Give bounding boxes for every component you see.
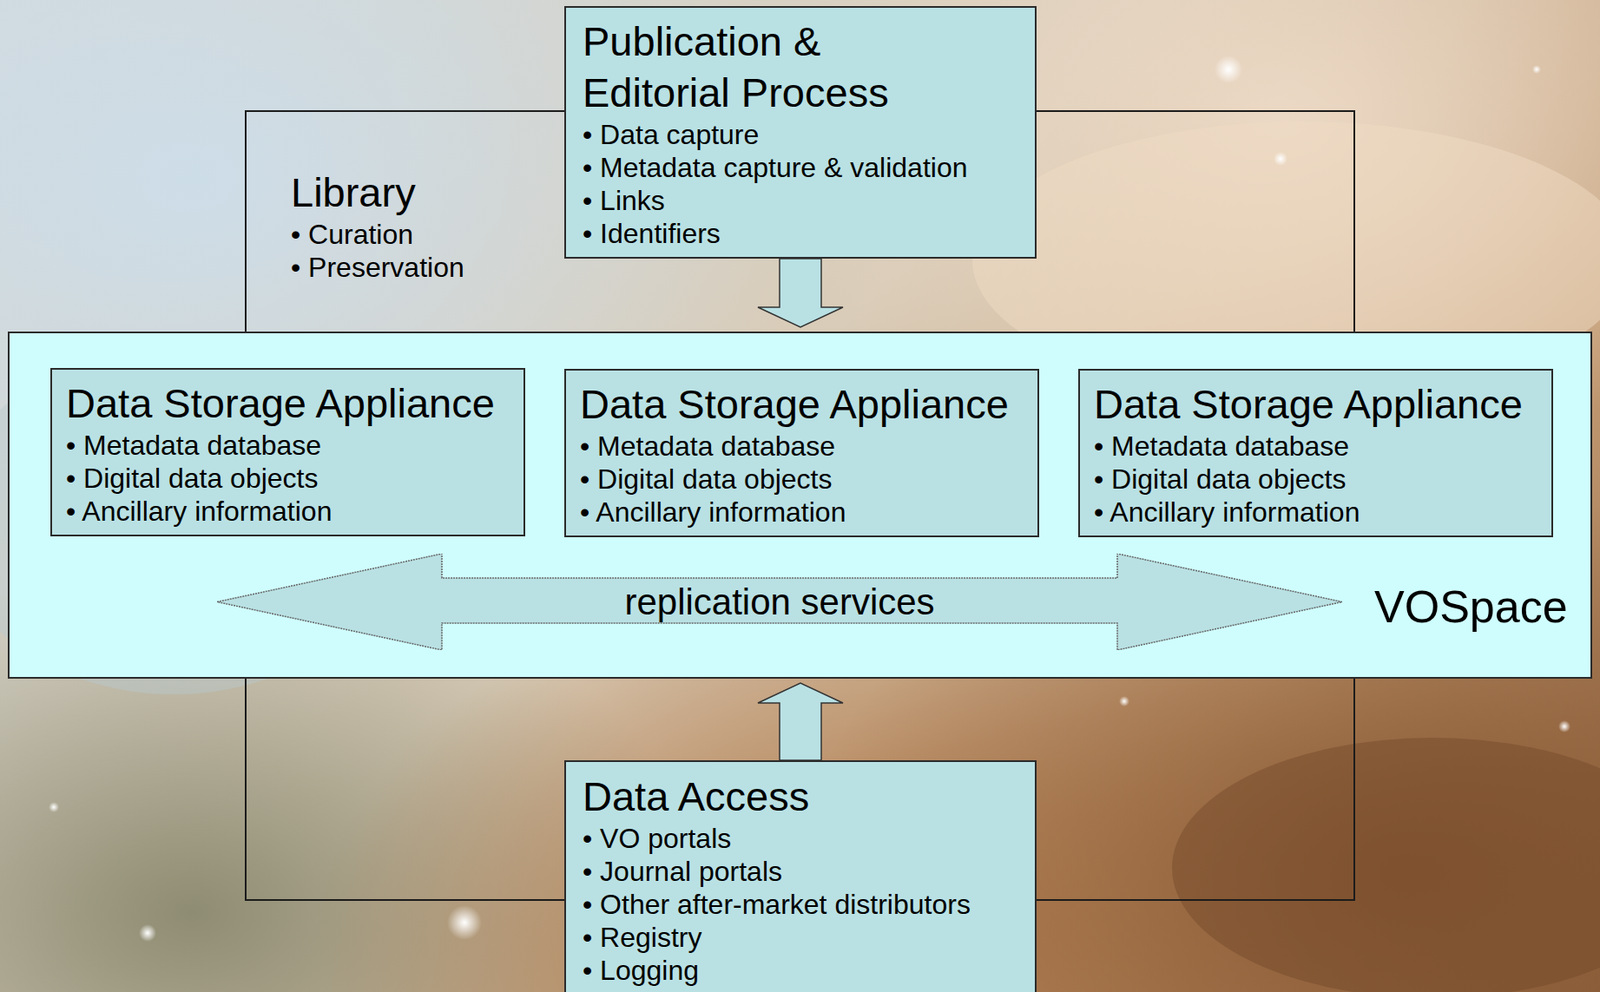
text-block: Publication & Editorial Process• Data ca… bbox=[582, 15, 1019, 251]
bullet-item: • Data capture bbox=[582, 118, 1019, 152]
bullet-item: • Identifiers bbox=[582, 217, 1019, 251]
process-box: Publication & Editorial Process• Data ca… bbox=[564, 6, 1037, 259]
storage-band: VOSpaceData Storage Appliance• Metadata … bbox=[7, 331, 1593, 679]
bullet-item: • Metadata database bbox=[579, 429, 1024, 463]
storage-box: Data Storage Appliance• Metadata databas… bbox=[1078, 368, 1554, 538]
box-heading: Data Storage Appliance bbox=[579, 378, 1024, 430]
bullet-item: • Registry bbox=[582, 921, 1019, 955]
bullet-item: • Digital data objects bbox=[579, 462, 1024, 496]
star bbox=[48, 802, 60, 813]
block-arrow bbox=[757, 683, 843, 761]
bullet-item: • Ancillary information bbox=[1093, 495, 1538, 529]
star bbox=[1558, 720, 1571, 733]
bullet-item: • Logging bbox=[582, 954, 1019, 988]
access-box: Data Access• VO portals• Journal portals… bbox=[564, 760, 1037, 992]
replication-arrow: replication services bbox=[217, 553, 1343, 651]
storage-box: Data Storage Appliance• Metadata databas… bbox=[50, 368, 526, 537]
box-heading: Data Storage Appliance bbox=[1093, 378, 1538, 430]
bullet-item: • Ancillary information bbox=[65, 494, 510, 528]
text-block: replication services bbox=[217, 553, 1343, 651]
star bbox=[1273, 151, 1288, 166]
bullet-item: • Journal portals bbox=[582, 855, 1019, 889]
bullet-item: • Metadata database bbox=[1093, 429, 1538, 463]
double-arrow-outline bbox=[217, 553, 1343, 651]
text-block: Data Access• VO portals• Journal portals… bbox=[582, 770, 1019, 988]
bullet-item: • Ancillary information bbox=[579, 495, 1024, 529]
star bbox=[1532, 65, 1541, 74]
box-heading: Data Access bbox=[582, 770, 1019, 823]
box-heading: Data Storage Appliance bbox=[65, 377, 510, 429]
band-label: VOSpace bbox=[1374, 579, 1568, 634]
box-heading: Publication & Editorial Process bbox=[582, 15, 930, 119]
bullet-item: • Digital data objects bbox=[1093, 462, 1538, 496]
star bbox=[447, 905, 482, 941]
star bbox=[1214, 55, 1243, 84]
star bbox=[138, 924, 157, 942]
arrow-label: replication services bbox=[624, 580, 935, 625]
bullet-item: • Digital data objects bbox=[65, 461, 510, 495]
bullet-item: • Other after-market distributors bbox=[582, 888, 1019, 922]
bullet-item: • Metadata capture & validation bbox=[582, 151, 1019, 185]
text-block: Data Storage Appliance• Metadata databas… bbox=[1093, 378, 1538, 529]
nebula-cloud bbox=[1172, 737, 1600, 992]
bullet-item: • Preservation bbox=[290, 250, 899, 284]
block-arrow bbox=[757, 258, 843, 328]
text-block: Data Storage Appliance• Metadata databas… bbox=[579, 378, 1024, 529]
bullet-item: • Metadata database bbox=[65, 428, 510, 462]
storage-box: Data Storage Appliance• Metadata databas… bbox=[564, 368, 1040, 538]
bullet-item: • VO portals bbox=[582, 822, 1019, 856]
text-block: Data Storage Appliance• Metadata databas… bbox=[65, 377, 510, 528]
text-block: VOSpace bbox=[1374, 579, 1568, 634]
bullet-item: • Links bbox=[582, 184, 1019, 218]
star bbox=[1119, 696, 1130, 707]
